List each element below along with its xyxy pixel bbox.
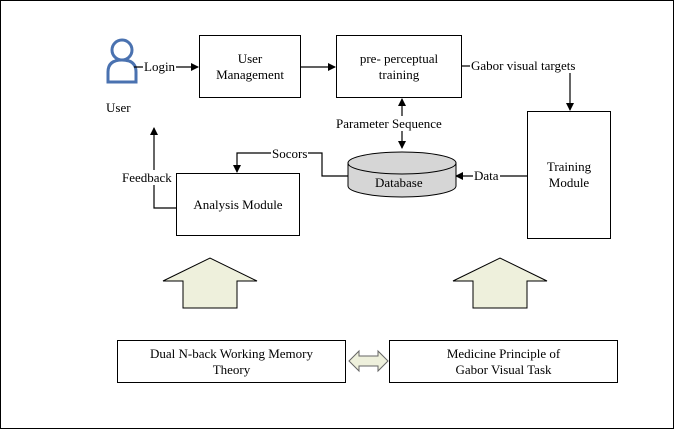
dual-nback-theory-box: Dual N-back Working Memory Theory (117, 340, 346, 383)
database-cylinder (347, 151, 457, 198)
edge-label-data: Data (473, 168, 500, 183)
training-module-box: Training Module (527, 111, 611, 239)
feedback-arrow (150, 127, 178, 209)
database-label: Database (375, 175, 423, 190)
user-management-box: User Management (199, 35, 301, 98)
pre-perceptual-training-box: pre- perceptual training (336, 35, 462, 98)
edge-label-feedback: Feedback (121, 170, 173, 185)
double-arrow (348, 349, 389, 373)
edge-label-gabor-visual-targets: Gabor visual targets (470, 58, 577, 73)
user-icon (106, 38, 138, 84)
edge-label-parameter-sequence: Parameter Sequence (335, 116, 443, 131)
socors-arrow (233, 152, 348, 177)
user-label: User (106, 100, 131, 115)
edge-label-socors: Socors (271, 146, 309, 161)
block-arrow-left (162, 257, 258, 309)
edge-label-login: Login (143, 59, 177, 74)
gabor-principle-box: Medicine Principle of Gabor Visual Task (389, 340, 618, 383)
analysis-module-box: Analysis Module (176, 173, 300, 236)
block-arrow-right (452, 257, 548, 309)
